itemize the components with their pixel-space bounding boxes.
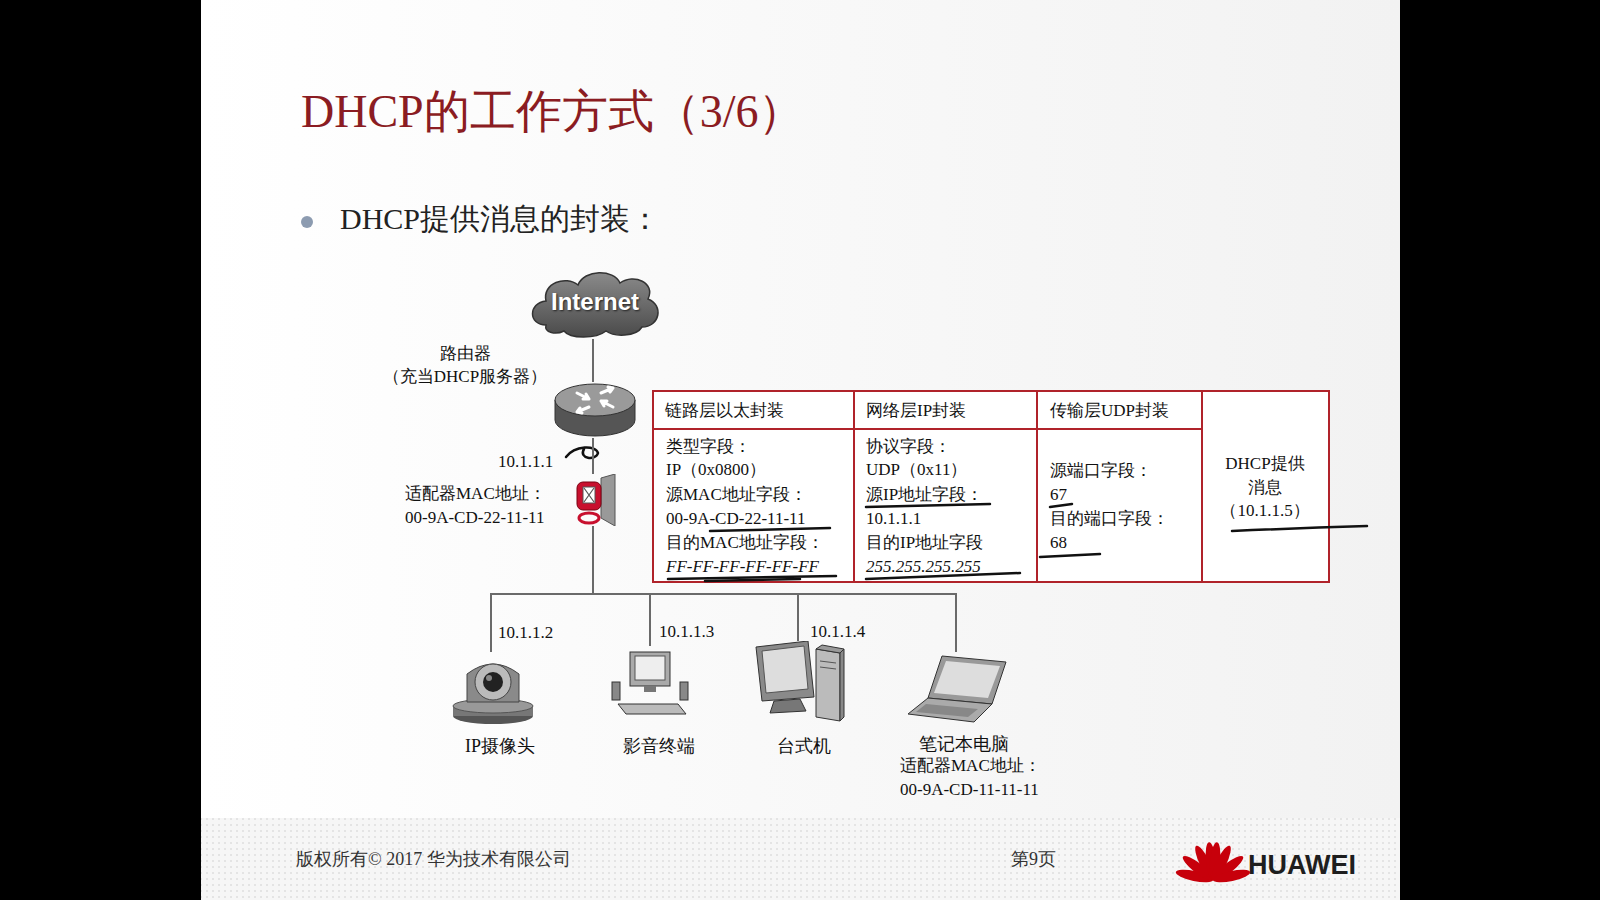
page-number: 第9页 (1011, 849, 1056, 869)
table-cell: 67 (1050, 485, 1067, 505)
media-terminal: 10.1.1.3影音终端 (608, 646, 696, 724)
internet-cloud: Internet (526, 265, 664, 339)
slide-title: DHCP的工作方式（3/6） (301, 84, 804, 140)
router-icon: 路由器 （充当DHCP服务器） (553, 382, 637, 438)
bullet-text: DHCP提供消息的封装： (340, 201, 660, 237)
desktop-pc: 10.1.1.4台式机 (752, 641, 845, 724)
ip-address: 10.1.1.2 (498, 623, 578, 643)
brand-name: HUAWEI (1248, 850, 1356, 880)
ink-annotation (566, 447, 1367, 581)
mac-address: 适配器MAC地址： 00-9A-CD-11-11-11 (900, 754, 1050, 802)
laptop: 笔记本电脑适配器MAC地址： 00-9A-CD-11-11-11 (904, 652, 1010, 726)
network-adapter: 10.1.1.1适配器MAC地址： 00-9A-CD-22-11-11 (575, 474, 617, 526)
ip-camera-drawing (449, 652, 537, 726)
table-cell: 68 (1050, 533, 1067, 553)
table-cell: 协议字段： (866, 437, 951, 457)
table-header: 传输层UDP封装 (1050, 401, 1169, 421)
device-label: 路由器 （充当DHCP服务器） (380, 342, 550, 388)
router-icon-drawing (553, 382, 637, 438)
ip-address: 10.1.1.4 (810, 622, 890, 642)
laptop-drawing (904, 652, 1010, 726)
table-cell: 目的端口字段： (1050, 509, 1169, 529)
encapsulation-table (653, 391, 1329, 582)
network-cable (592, 339, 594, 382)
device-label: 台式机 (754, 736, 854, 756)
table-cell: 目的IP地址字段 (866, 533, 983, 553)
ip-address: 10.1.1.1 (498, 452, 570, 472)
ip-camera: 10.1.1.2IP摄像头 (449, 652, 537, 726)
ip-address: 10.1.1.3 (659, 622, 739, 642)
huawei-logo (1175, 842, 1251, 885)
table-cell: DHCP提供 消息 (1210, 452, 1320, 500)
bullet-dot (301, 216, 313, 228)
media-terminal-drawing (608, 646, 696, 724)
device-label: IP摄像头 (450, 736, 550, 756)
device-label: 影音终端 (609, 736, 709, 756)
table-cell: 10.1.1.1 (866, 509, 921, 529)
table-header: 链路层以太封装 (665, 401, 784, 421)
slide-ground (201, 0, 1400, 900)
cloud-label: Internet (526, 287, 664, 317)
table-cell: （10.1.1.5） (1205, 501, 1325, 521)
footer-band (201, 818, 1400, 900)
table-cell: 255.255.255.255 (866, 557, 981, 577)
network-cable (593, 526, 650, 646)
network-cable (491, 526, 593, 652)
table-cell: IP（0x0800） (666, 460, 766, 480)
table-cell: 源IP地址字段： (866, 485, 983, 505)
table-cell: UDP（0x11） (866, 460, 967, 480)
table-cell: 源端口字段： (1050, 461, 1152, 481)
table-cell: 目的MAC地址字段： (666, 533, 824, 553)
mac-address: 适配器MAC地址： 00-9A-CD-22-11-11 (405, 482, 555, 530)
table-cell: FF-FF-FF-FF-FF-FF (666, 557, 819, 577)
network-cable (592, 438, 594, 474)
network-adapter-drawing (575, 474, 617, 526)
table-cell: 源MAC地址字段： (666, 485, 807, 505)
table-cell: 00-9A-CD-22-11-11 (666, 509, 805, 529)
table-cell: 类型字段： (666, 437, 751, 457)
desktop-pc-drawing (752, 641, 845, 724)
table-header: 网络层IP封装 (866, 401, 966, 421)
device-label: 笔记本电脑 (904, 734, 1024, 754)
footer-copyright: 版权所有© 2017 华为技术有限公司 (296, 849, 571, 869)
